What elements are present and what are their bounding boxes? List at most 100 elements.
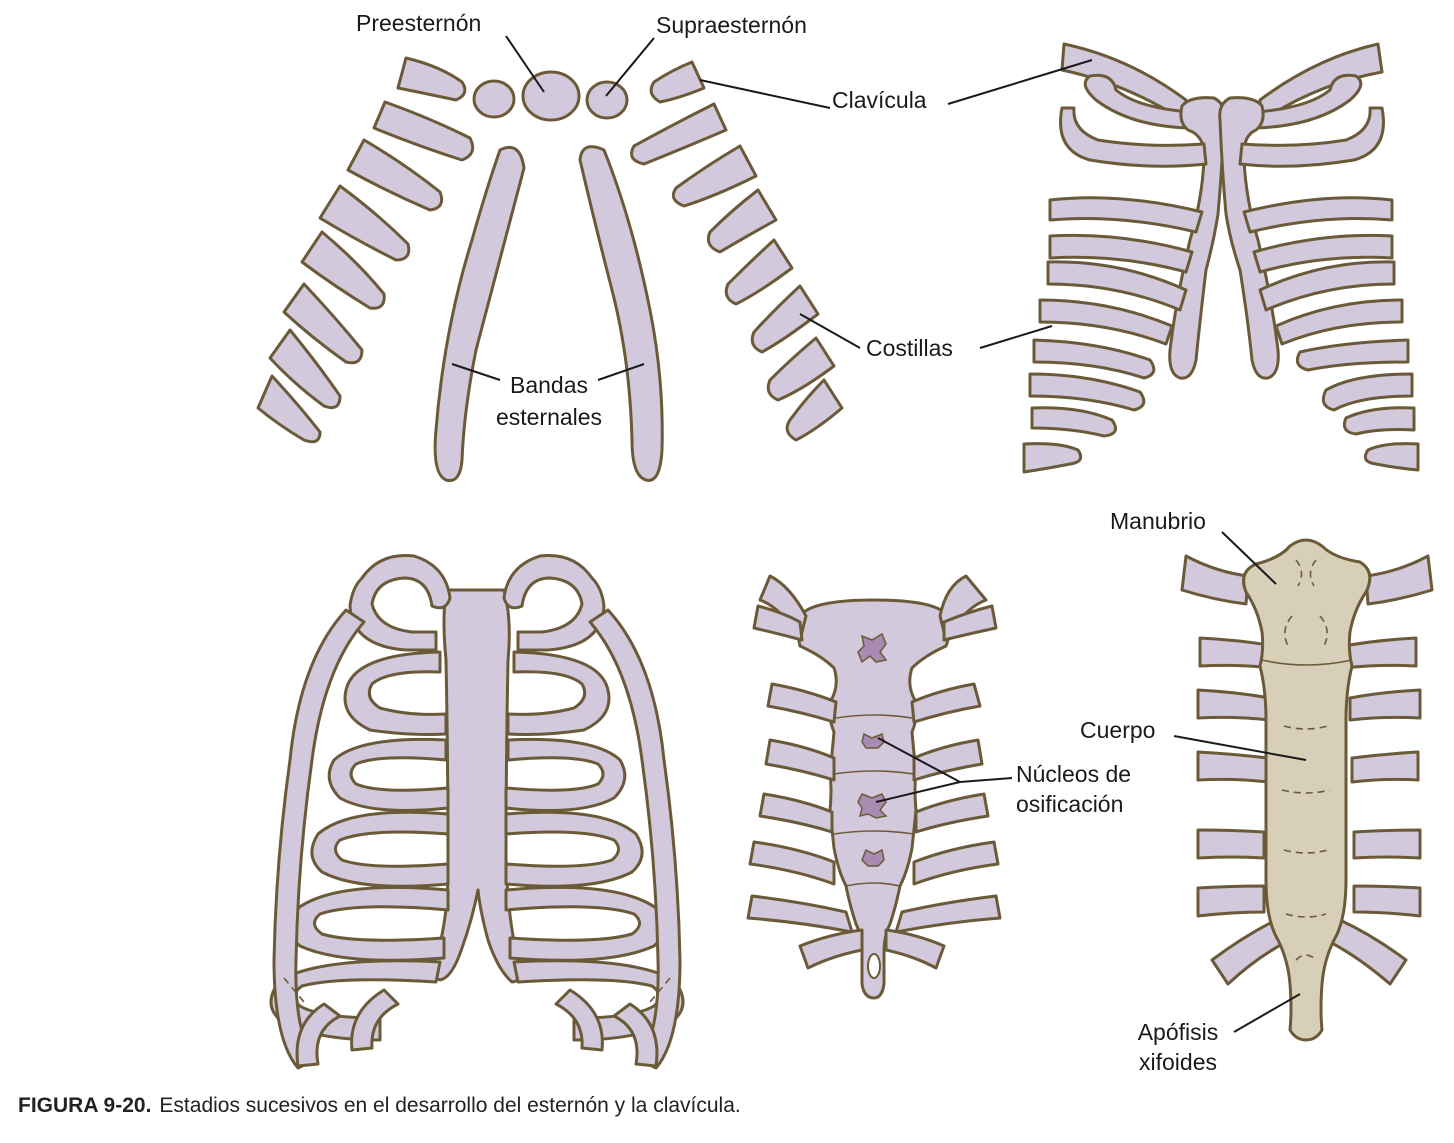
stage5-right-rib-2: [1342, 636, 1418, 670]
stage3-fused-sternum: [431, 588, 523, 984]
stage2-right-rib-6: [1274, 298, 1404, 346]
body-seam-3: [1283, 849, 1329, 854]
stage2-left-rib-6: [1038, 298, 1174, 346]
manubrium-seam-2: [1309, 559, 1317, 587]
label-body: Cuerpo: [1080, 717, 1155, 743]
stage1-right-rib-5: [750, 284, 820, 354]
label-ribs: Costillas: [866, 335, 953, 361]
stage-2-diagram: [1022, 42, 1420, 474]
body-seam-2: [1281, 789, 1331, 794]
leader-lines: [451, 35, 1307, 1033]
stage1-right-rib-2: [671, 144, 758, 208]
figure-caption-text: Estadios sucesivos en el desarrollo del …: [159, 1094, 741, 1117]
ossification-nucleus-4: [861, 848, 885, 867]
leader-ribs-right: [979, 325, 1053, 349]
stage3-left-rib-5: [289, 885, 450, 962]
stage5-right-rib-7: [1328, 918, 1408, 986]
stage3-right-rib-3: [504, 737, 627, 812]
label-ossification-line1: Núcleos de: [1016, 761, 1131, 787]
stage5-left-rib-6: [1196, 884, 1266, 918]
stage4-left-rib-5: [758, 792, 834, 834]
stage3-left-rib-3: [327, 737, 450, 812]
suprasternum-shape: [585, 80, 629, 120]
stage3-right-rib-2: [506, 650, 611, 736]
leader-xiphoid: [1233, 993, 1301, 1033]
stage2-right-rib-10: [1363, 442, 1420, 472]
manubrium-seam-1: [1295, 559, 1303, 587]
stage3-left-rib-4: [310, 810, 450, 888]
manubrium-seam-4: [1319, 615, 1328, 647]
stage4-left-rib-6: [748, 840, 836, 886]
label-ossification-line2: osificación: [1016, 791, 1123, 817]
stage2-right-rib-4: [1252, 233, 1394, 274]
leader-suprasternum: [605, 37, 655, 97]
stage1-left-rib-5: [282, 282, 364, 365]
figure-caption-label: FIGURA 9-20.: [18, 1094, 152, 1117]
stage4-right-rib-4: [912, 738, 984, 782]
stage2-left-rib-2: [1059, 106, 1208, 168]
stage2-right-rib-7: [1295, 338, 1410, 372]
stage2-right-rib-9: [1342, 406, 1416, 436]
stage1-right-rib-6: [766, 336, 836, 402]
stage5-right-rib-1: [1364, 554, 1434, 606]
stage1-left-nodule: [472, 79, 516, 119]
stage3-right-rib-4: [504, 810, 644, 888]
label-suprasternum: Supraesternón: [656, 12, 807, 38]
leader-sternal-band-left: [451, 363, 501, 381]
stage5-left-rib-4: [1196, 750, 1270, 784]
stage4-segment-line-3: [833, 830, 915, 835]
stage4-left-rib-3: [766, 682, 838, 724]
leader-presternum: [505, 35, 545, 93]
body-seam-1: [1283, 725, 1329, 730]
stage3-right-lower-rib: [554, 988, 604, 1052]
stage5-right-rib-5: [1352, 828, 1422, 860]
stage-1-diagram: [256, 56, 844, 483]
stage1-left-rib-7: [256, 374, 322, 444]
leader-ribs-left: [799, 313, 861, 349]
stage1-left-rib-3: [318, 184, 411, 262]
stage5-left-rib-1: [1180, 554, 1250, 606]
stage2-left-sternal-band: [1168, 96, 1226, 380]
stage2-left-rib-4: [1048, 233, 1194, 274]
stage5-right-rib-4: [1350, 750, 1420, 784]
label-xiphoid-line1: Apófisis: [1138, 1019, 1219, 1045]
stage4-left-rib-7: [746, 894, 854, 934]
stage3-left-rib-1: [348, 553, 452, 652]
leader-sternal-band-right: [597, 363, 645, 381]
stage4-left-rib-4: [764, 738, 836, 782]
ossification-nucleus-1: [857, 632, 888, 664]
stage5-right-rib-3: [1348, 688, 1422, 722]
xiphoid-seam: [1295, 954, 1317, 961]
stage5-right-rib-6: [1352, 884, 1422, 918]
stage4-right-rib-3: [910, 682, 982, 724]
stage2-left-rib-1: [1083, 73, 1192, 130]
stage2-left-rib-3: [1048, 196, 1204, 234]
label-sternal-bands-line2: esternales: [496, 404, 602, 430]
stage1-right-rib-1: [630, 102, 728, 166]
stage4-segment-line-4: [845, 882, 901, 887]
stage1-left-rib-1: [372, 100, 475, 162]
label-sternal-bands-line1: Bandas: [510, 372, 588, 398]
stage4-left-rib-8: [798, 928, 864, 970]
leader-clavicle-right: [947, 59, 1093, 105]
leader-manubrium: [1221, 531, 1277, 585]
stage3-right-dashed-joint: [649, 977, 671, 1003]
stage2-right-sternal-band: [1218, 96, 1280, 380]
stage1-left-clavicle: [396, 56, 467, 102]
stage4-left-rib-2: [752, 604, 804, 642]
stage1-left-sternal-band: [433, 145, 526, 483]
stage4-right-rib-7: [894, 894, 1002, 934]
label-presternum: Preesternón: [356, 10, 481, 36]
stage4-right-rib-6: [912, 840, 1000, 886]
stage1-right-rib-4: [724, 238, 794, 306]
manubrium-seam-3: [1284, 615, 1293, 647]
stage5-left-rib-5: [1196, 828, 1266, 860]
stage3-right-rib-1: [502, 553, 606, 652]
leader-body: [1173, 735, 1307, 761]
stage5-left-rib-3: [1196, 688, 1272, 722]
presternum-shape: [521, 70, 581, 122]
stage1-right-sternal-band: [578, 145, 664, 482]
stage4-segment-line-2: [833, 770, 915, 775]
stage3-right-rib-5: [504, 885, 665, 962]
